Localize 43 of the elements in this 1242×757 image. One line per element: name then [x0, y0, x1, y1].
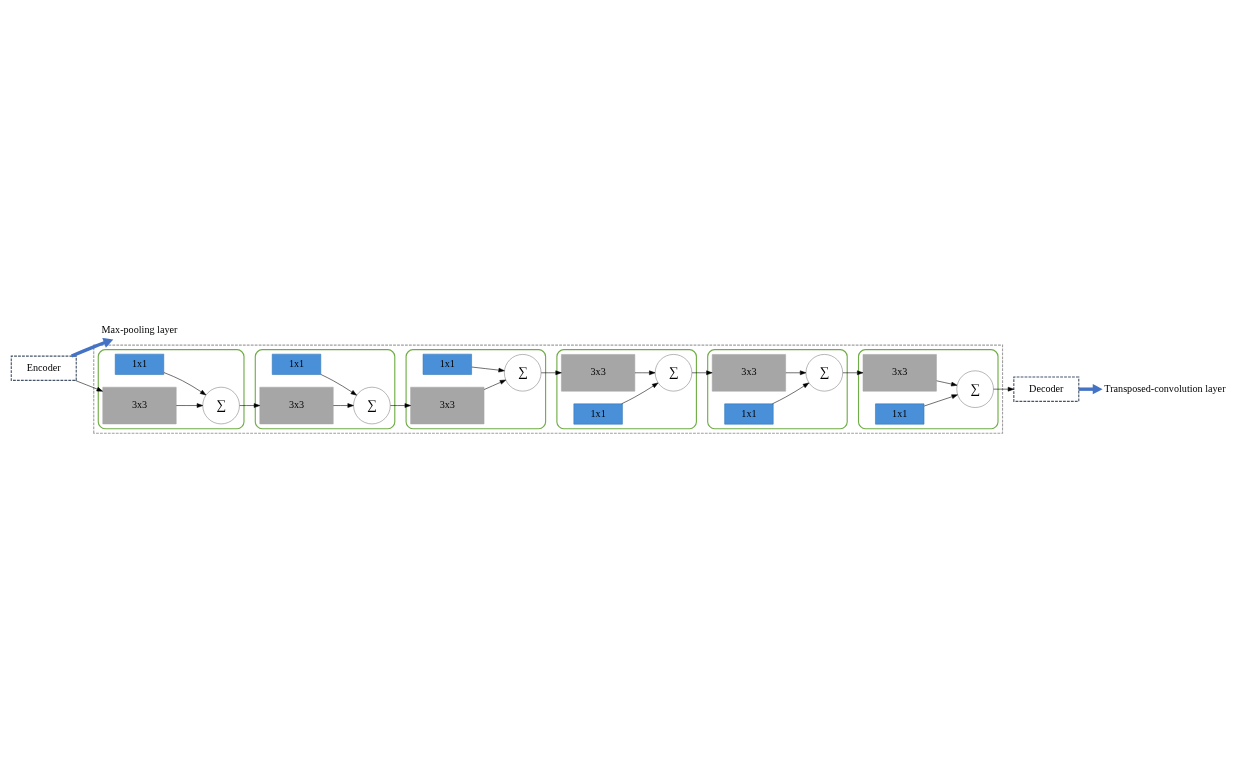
arrow: [993, 386, 1015, 391]
node-box: Decoder: [1013, 375, 1080, 402]
node-circle: ∑: [956, 370, 994, 408]
arrow: [842, 370, 864, 375]
arrow: [239, 402, 261, 408]
node-box: 3x3: [259, 386, 334, 424]
arrow: [621, 382, 659, 404]
node-text: Max-pooling layer: [101, 323, 178, 335]
arrow: [471, 366, 505, 372]
arrow: [691, 370, 713, 375]
node-text: Transposed-convolution layer: [1104, 382, 1226, 394]
arrow: [634, 370, 656, 375]
node-circle: ∑: [654, 353, 693, 391]
node-box: 1x1: [271, 353, 322, 375]
arrow: [176, 402, 203, 408]
arrow: [936, 380, 958, 386]
arrow: [772, 382, 810, 404]
arrow: [70, 337, 114, 358]
arrow: [923, 394, 958, 406]
node-box: 1x1: [573, 403, 623, 424]
arrow: [541, 370, 562, 375]
arrow: [1078, 383, 1103, 394]
node-box: 1x1: [422, 353, 472, 375]
node-box: 3x3: [561, 353, 636, 391]
arrow: [333, 402, 354, 408]
node-box: 3x3: [410, 386, 485, 424]
node-circle: ∑: [805, 353, 843, 391]
node-box: 3x3: [102, 386, 177, 424]
node-box: 3x3: [862, 353, 937, 391]
arrow: [483, 379, 507, 390]
node-box: 1x1: [114, 353, 165, 375]
node-box: 3x3: [711, 353, 786, 391]
arrow: [163, 371, 207, 395]
arrow: [320, 373, 357, 395]
node-circle: ∑: [504, 353, 542, 391]
node-box: 1x1: [724, 403, 774, 424]
arrow: [785, 370, 807, 375]
arrow: [390, 402, 411, 408]
node-circle: ∑: [202, 386, 240, 424]
node-box: Encoder: [10, 355, 77, 381]
node-box: 1x1: [875, 403, 925, 424]
arrow: [75, 379, 103, 391]
node-circle: ∑: [353, 386, 391, 424]
